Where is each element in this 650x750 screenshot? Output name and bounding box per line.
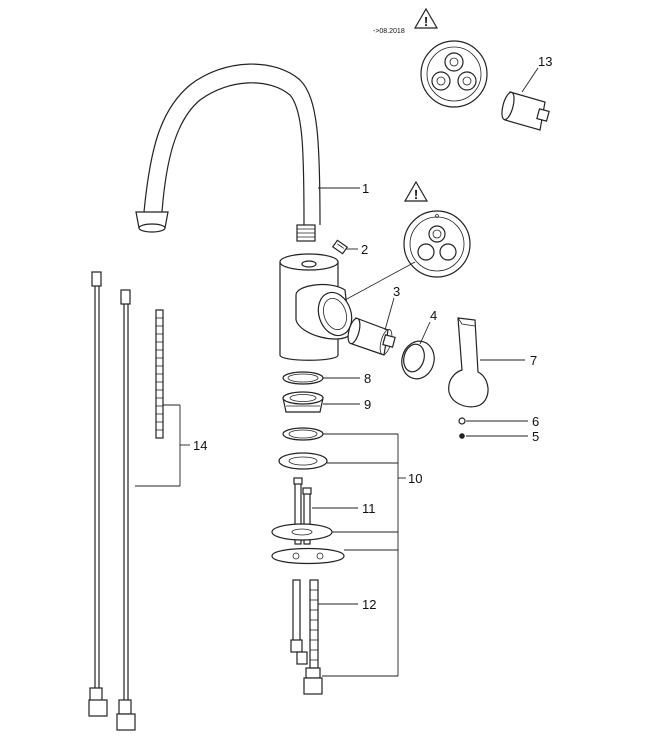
threaded-nut (282, 391, 324, 413)
threaded-stud (293, 477, 312, 545)
long-supply-hose (88, 289, 136, 731)
long-supply-hose (89, 271, 103, 703)
part-label-10: 10 (408, 471, 422, 486)
part-label-7: 7 (530, 353, 537, 368)
warning-icon: ! (403, 180, 429, 202)
o-ring (282, 371, 324, 385)
part-label-13: 13 (538, 54, 552, 69)
handle-screw (458, 417, 466, 425)
part-label-8: 8 (364, 371, 371, 386)
part-label-4: 4 (430, 308, 437, 323)
grub-screw (331, 239, 349, 255)
part-label-12: 12 (362, 597, 376, 612)
washer (278, 452, 328, 470)
part-label-6: 6 (532, 414, 539, 429)
washer (282, 427, 324, 441)
supply-hose (290, 579, 323, 695)
threaded-rod (155, 309, 164, 439)
part-label-2: 2 (361, 242, 368, 257)
horseshoe-washer (271, 547, 345, 565)
spout (135, 63, 321, 242)
part-labels: 1 2 3 4 5 6 7 8 9 10 11 12 13 14 (193, 54, 552, 612)
warning-icon: ! (413, 7, 439, 29)
part-label-9: 9 (364, 397, 371, 412)
version-note: ->08.2018 (373, 28, 405, 35)
handle-cap (459, 433, 465, 439)
lever-handle (448, 317, 489, 408)
cartridge-detail-view (344, 210, 471, 301)
part-label-5: 5 (532, 429, 539, 444)
svg-text:!: ! (414, 187, 418, 202)
part-label-14: 14 (193, 438, 207, 453)
mixer-body (279, 253, 353, 361)
cartridge-replacement (501, 91, 550, 131)
part-label-3: 3 (393, 284, 400, 299)
cover-ring (401, 340, 435, 380)
cartridge-detail-view-top (420, 40, 488, 108)
cartridge (347, 317, 396, 356)
part-label-1: 1 (362, 181, 369, 196)
leader-lines (135, 67, 539, 677)
mounting-plate (271, 523, 333, 541)
part-label-11: 11 (362, 501, 376, 516)
svg-text:!: ! (424, 14, 428, 29)
